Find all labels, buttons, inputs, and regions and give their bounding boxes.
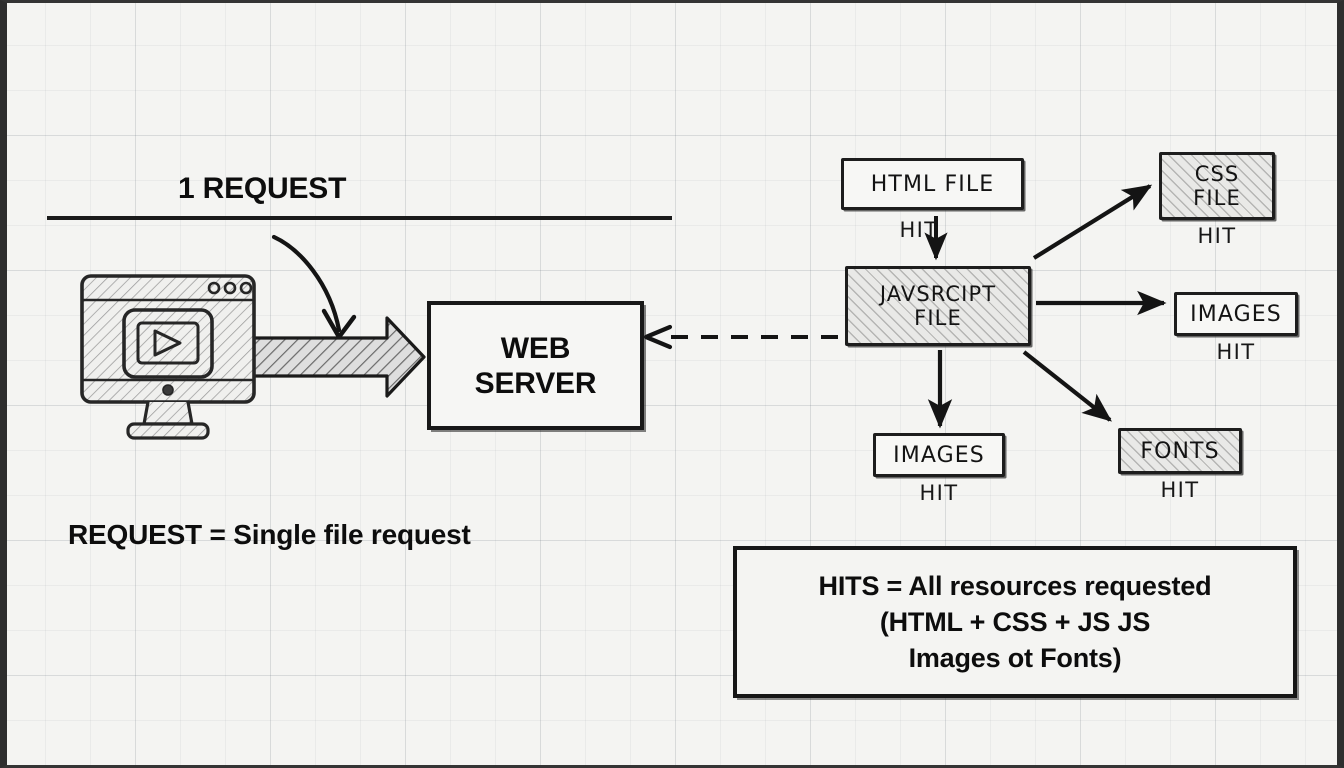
node-images-bottom[interactable]: IMAGES xyxy=(873,433,1005,477)
node-fonts[interactable]: FONTS xyxy=(1118,428,1242,474)
arrow-js-to-fonts xyxy=(1022,350,1112,422)
arrow-js-to-css xyxy=(1032,184,1153,260)
request-definition-caption: REQUEST = Single file request xyxy=(68,519,471,550)
node-fonts-label: FONTS xyxy=(1140,438,1220,464)
dashed-return-arrow xyxy=(643,324,838,350)
node-css-file-label: CSS FILE xyxy=(1193,162,1241,210)
web-server-line1: WEB xyxy=(500,331,571,365)
node-javascript-file-line1: JAVSRCIPT xyxy=(879,282,997,306)
hit-label-html-file: HIT xyxy=(899,218,939,242)
web-server-box[interactable]: WEB SERVER xyxy=(427,301,644,430)
hits-legend-line1: HITS = All resources requested xyxy=(818,571,1212,601)
node-images-right-label: IMAGES xyxy=(1190,301,1282,327)
node-images-right[interactable]: IMAGES xyxy=(1174,292,1298,336)
hits-legend-line2: (HTML + CSS + JS JS xyxy=(879,607,1151,637)
hit-label-css-file: HIT xyxy=(1197,224,1237,248)
web-server-label: WEB SERVER xyxy=(475,331,597,401)
hit-label-images-bottom: HIT xyxy=(919,481,959,505)
title-divider xyxy=(47,216,672,220)
node-html-file-label: HTML FILE xyxy=(870,171,995,197)
browser-monitor-play-icon xyxy=(80,274,256,440)
node-javascript-file-line2: FILE xyxy=(914,306,962,330)
hits-legend-box: HITS = All resources requested (HTML + C… xyxy=(733,546,1297,698)
node-images-bottom-label: IMAGES xyxy=(893,442,985,468)
hits-legend-line3: Images ot Fonts) xyxy=(908,643,1122,673)
block-arrow-to-server xyxy=(241,316,426,398)
node-css-file-line1: CSS xyxy=(1194,162,1240,186)
hits-legend-text: HITS = All resources requested (HTML + C… xyxy=(811,568,1220,676)
web-server-line2: SERVER xyxy=(474,366,597,400)
node-javascript-file[interactable]: JAVSRCIPT FILE xyxy=(845,266,1031,346)
hit-label-fonts: HIT xyxy=(1160,478,1200,502)
node-css-file[interactable]: CSS FILE xyxy=(1159,152,1275,220)
page-title: 1 REQUEST xyxy=(178,172,347,205)
node-javascript-file-label: JAVSRCIPT FILE xyxy=(880,282,996,330)
node-css-file-line2: FILE xyxy=(1193,186,1241,210)
hit-label-images-right: HIT xyxy=(1216,340,1256,364)
curved-request-arrow xyxy=(271,234,357,340)
node-html-file[interactable]: HTML FILE xyxy=(841,158,1024,210)
